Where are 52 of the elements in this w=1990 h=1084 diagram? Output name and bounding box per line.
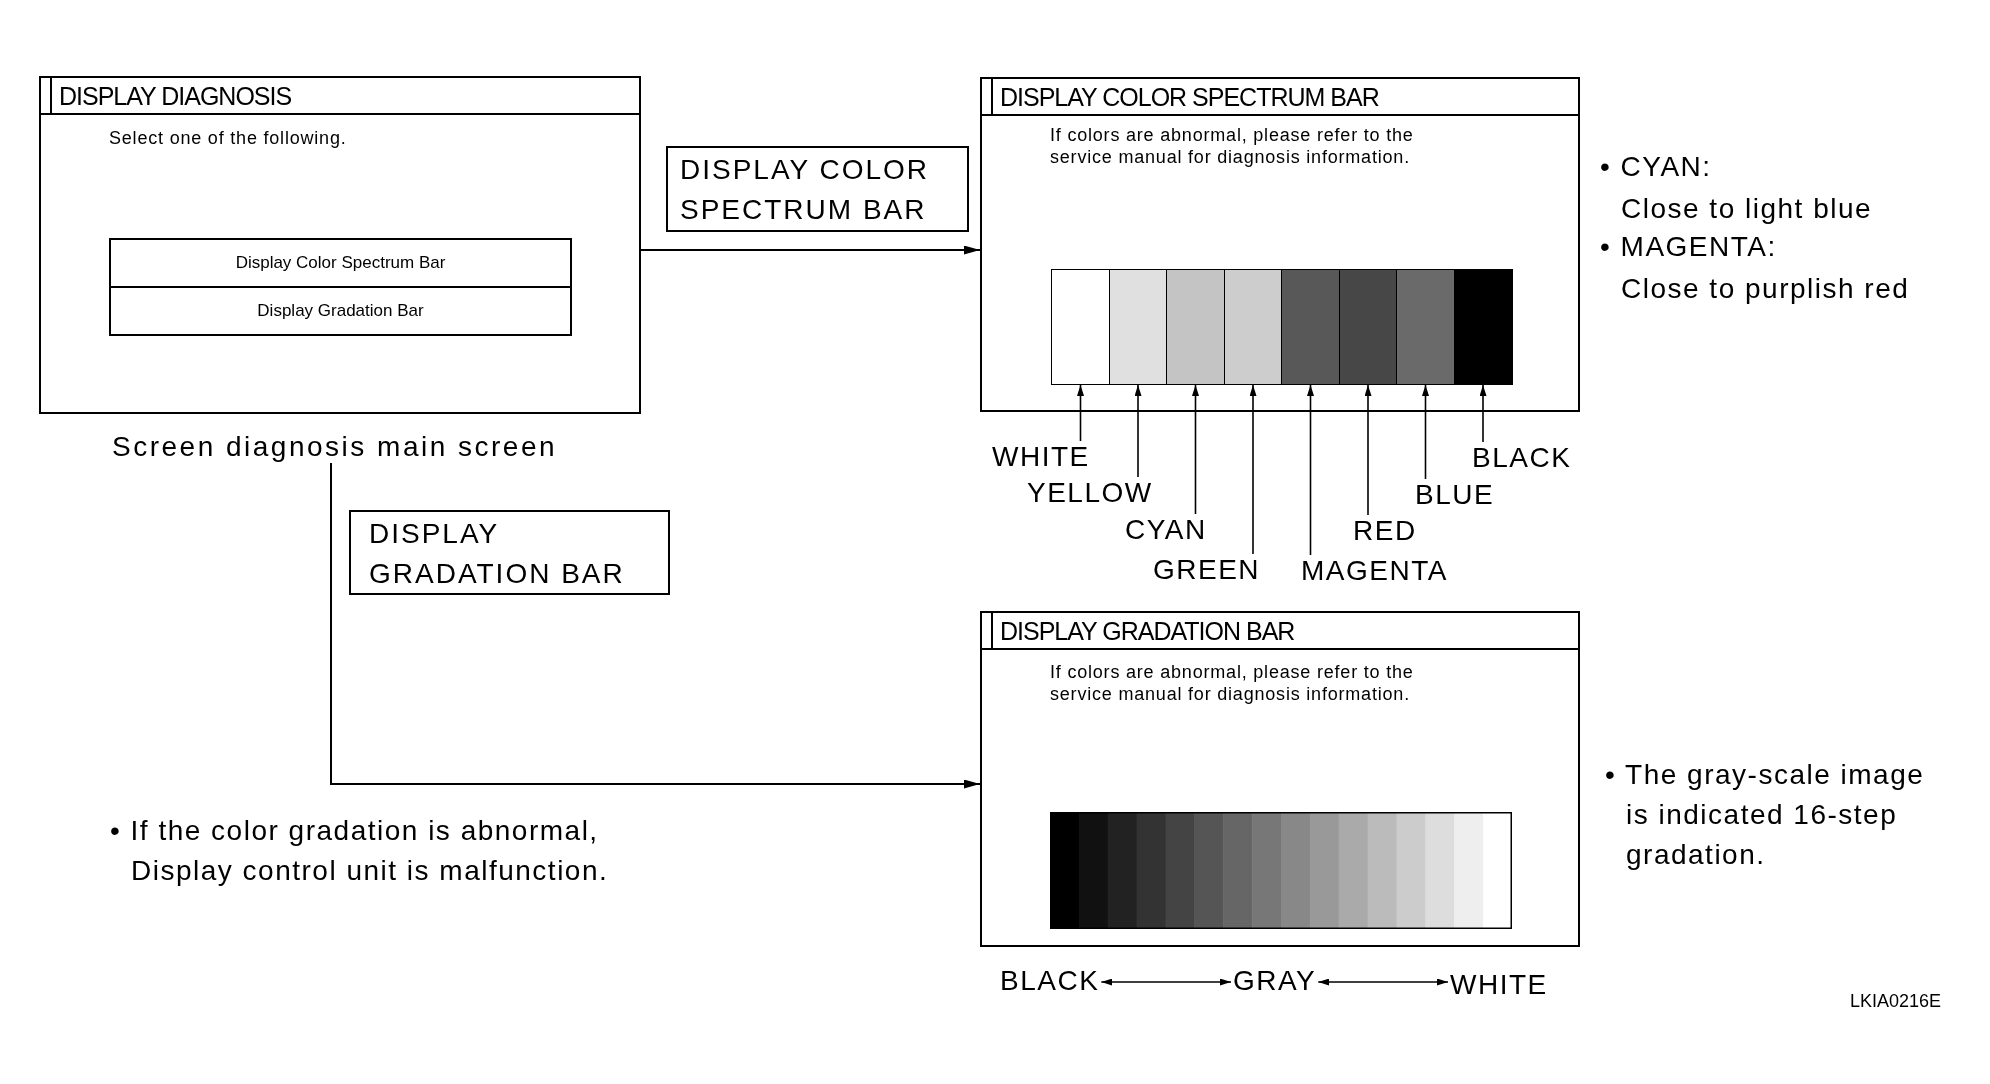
segment-label: RED <box>1353 515 1417 547</box>
option-button: Display Gradation Bar <box>109 286 572 336</box>
spectrum-segment <box>1166 269 1225 385</box>
note-text: • If the color gradation is abnormal, Display control unit is malfunction. <box>110 814 610 888</box>
title-bar: DISPLAY COLOR SPECTRUM BAR <box>982 79 1578 116</box>
spectrum-segment <box>1051 269 1110 385</box>
spectrum-segment <box>1281 269 1340 385</box>
scale-label: BLACK <box>1000 965 1100 997</box>
notice-text: If colors are abnormal, please refer to the service manual for diagnosis information. <box>1050 661 1415 705</box>
screen-panel <box>39 76 641 414</box>
spectrum-segment <box>1453 269 1513 385</box>
scale-label: GRAY <box>1233 965 1317 997</box>
segment-label: CYAN <box>1125 514 1207 546</box>
leader-line <box>1134 384 1142 478</box>
double-arrow <box>1317 978 1449 986</box>
spectrum-segment <box>1108 269 1168 385</box>
note-text: Close to purplish red <box>1621 272 1910 306</box>
segment-label: GREEN <box>1153 554 1261 586</box>
leader-line <box>1192 384 1199 515</box>
scale-label: WHITE <box>1450 969 1548 1001</box>
segment-label: MAGENTA <box>1301 555 1448 587</box>
segment-label: BLUE <box>1415 479 1495 511</box>
note-text: • The gray-scale image is indicated 16-step gradation. <box>1605 758 1926 872</box>
edge-label: DISPLAY GRADATION BAR <box>349 510 670 595</box>
title-bar: DISPLAY DIAGNOSIS <box>41 78 639 115</box>
note-text: • MAGENTA: <box>1600 230 1777 264</box>
figure-code: LKIA0216E <box>1850 990 1942 1012</box>
spectrum-segment <box>1223 269 1283 385</box>
title-bar: DISPLAY GRADATION BAR <box>982 613 1578 650</box>
screen-caption: Screen diagnosis main screen <box>112 431 558 463</box>
segment-label: YELLOW <box>1027 477 1153 509</box>
segment-label: WHITE <box>992 441 1090 473</box>
leader-line <box>1249 384 1257 555</box>
note-text: • CYAN: <box>1600 150 1712 184</box>
arrow <box>640 245 981 255</box>
edge-label: DISPLAY COLOR SPECTRUM BAR <box>666 146 969 232</box>
notice-text: If colors are abnormal, please refer to the service manual for diagnosis information. <box>1050 124 1415 168</box>
arrow <box>330 462 981 789</box>
screen-panel <box>980 611 1580 947</box>
note-text: Close to light blue <box>1621 192 1873 226</box>
leader-line <box>1077 384 1084 442</box>
spectrum-segment <box>1396 269 1455 385</box>
leader-line <box>1307 384 1314 556</box>
segment-label: BLACK <box>1472 442 1572 474</box>
option-button: Display Color Spectrum Bar <box>109 238 572 288</box>
spectrum-segment <box>1338 269 1398 385</box>
screen-panel <box>980 77 1580 412</box>
double-arrow <box>1100 978 1232 986</box>
leader-line <box>1479 384 1487 443</box>
instruction-text: Select one of the following. <box>109 127 348 149</box>
leader-line <box>1422 384 1429 480</box>
leader-line <box>1364 384 1372 516</box>
